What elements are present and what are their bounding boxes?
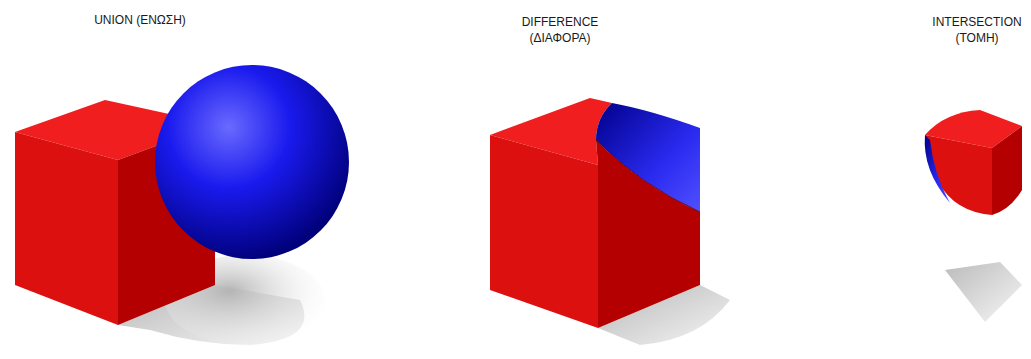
sphere — [155, 65, 349, 259]
lens-side — [992, 126, 1022, 215]
figure-label: DIFFERENCE (ΔΙΑΦΟΡΑ) — [514, 14, 606, 46]
sphere-surface — [925, 135, 950, 203]
figure-label: INTERSECTION (ΤΟΜΗ) — [929, 14, 1025, 46]
intersection-figure — [925, 110, 1022, 322]
cube-front — [15, 132, 118, 325]
shadow — [945, 262, 1022, 322]
scoop-surface — [596, 103, 700, 212]
union-figure — [15, 65, 349, 345]
figure-label: UNION (ΕΝΩΣΗ) — [94, 12, 186, 28]
lens-front — [925, 135, 992, 215]
cube-front — [490, 135, 598, 328]
edge — [596, 140, 700, 212]
difference-figure — [490, 98, 730, 345]
